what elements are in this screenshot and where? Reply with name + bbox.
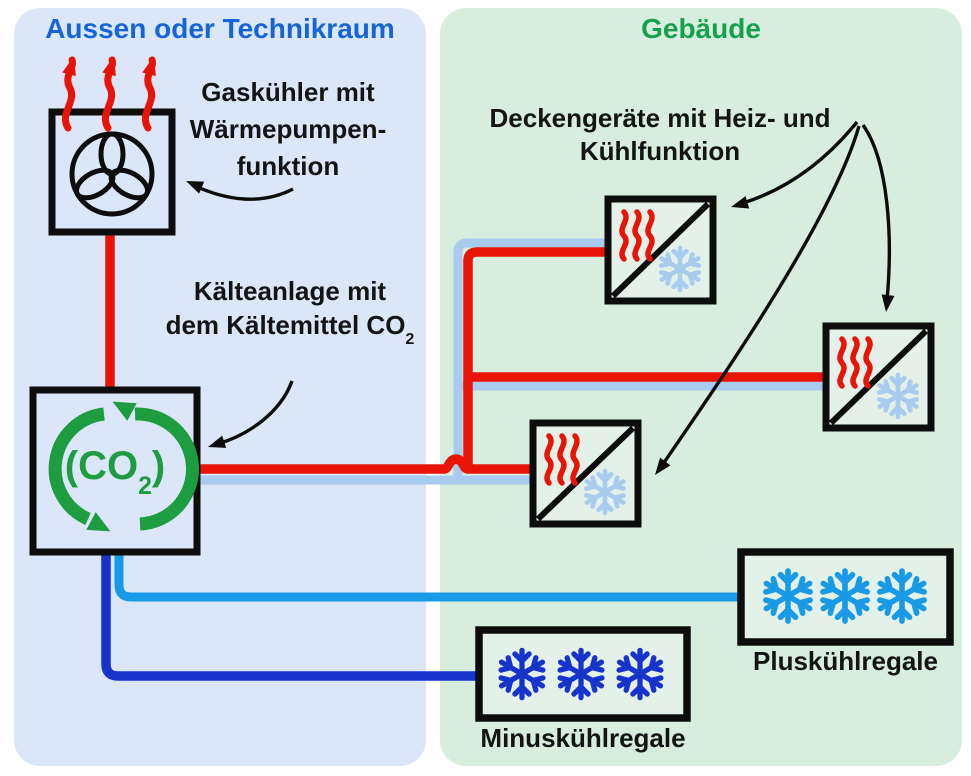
zone-title-building: Gebäude: [641, 13, 761, 44]
plus-shelves-label: Pluskühlregale: [753, 646, 938, 676]
minus-shelves-label: Minuskühlregale: [480, 723, 686, 753]
co2-symbol-text: (CO2): [48, 444, 182, 503]
ceiling-unit-2-pointer-arrow: [861, 124, 895, 313]
gas-cooler-label-line3: funktion: [236, 151, 340, 181]
zone-title-outside: Aussen oder Technikraum: [45, 13, 395, 44]
plus-cooling-shelves-unit: [737, 548, 954, 646]
ceiling-units-label-line2: Kühlfunktion: [579, 136, 741, 166]
co2-subscript: 2: [405, 330, 415, 349]
ceiling-unit-3: [529, 419, 642, 528]
gas-cooler-label-line2: Wärmepumpen-: [189, 114, 387, 144]
gas-cooler-label: Gaskühler mit Wärmepumpen- funktion: [178, 74, 398, 185]
snowflake-icon: [498, 650, 664, 697]
pipe-cool-return: [197, 238, 826, 485]
co2-paren-close: ): [151, 444, 166, 488]
refrigeration-label-line1: Kälteanlage mit: [193, 276, 387, 306]
ceiling-units-label-line1: Deckengeräte mit Heiz- und: [489, 103, 831, 133]
pipe-minus-cooling: [101, 552, 479, 681]
pipe-plus-cooling: [114, 552, 741, 602]
pipe-hot-supply: [105, 228, 826, 474]
co2-label-subscript: 2: [138, 473, 152, 501]
refrigeration-label-line2-text: dem Kältemittel CO: [165, 310, 406, 340]
gas-cooler-label-line1: Gaskühler mit: [201, 77, 375, 107]
co2-paren-open: (: [64, 444, 79, 488]
snowflake-icon: [763, 571, 928, 621]
co2-refrigeration-unit: [29, 386, 201, 556]
refrigeration-pointer-arrow: [205, 380, 294, 454]
ceiling-unit-1: [604, 195, 717, 305]
gas-cooler-pointer-arrow: [183, 175, 294, 201]
refrigeration-label-line2: dem Kältemittel CO2: [130, 308, 450, 352]
refrigeration-label: Kälteanlage mit dem Kältemittel CO2: [130, 274, 450, 352]
gas-cooler-unit: [48, 54, 176, 236]
ceiling-unit-3-pointer-arrow: [649, 125, 861, 479]
ceiling-units-label: Deckengeräte mit Heiz- und Kühlfunktion: [455, 102, 865, 168]
minus-cooling-shelves-unit: [475, 626, 691, 722]
ceiling-unit-1-pointer-arrow: [729, 120, 859, 214]
fan-icon: [69, 131, 155, 217]
annotation-arrows: [183, 120, 895, 479]
co2-label: CO: [78, 444, 139, 488]
ceiling-unit-2: [822, 322, 935, 432]
co2-cycle-arrows-icon: [48, 401, 199, 532]
